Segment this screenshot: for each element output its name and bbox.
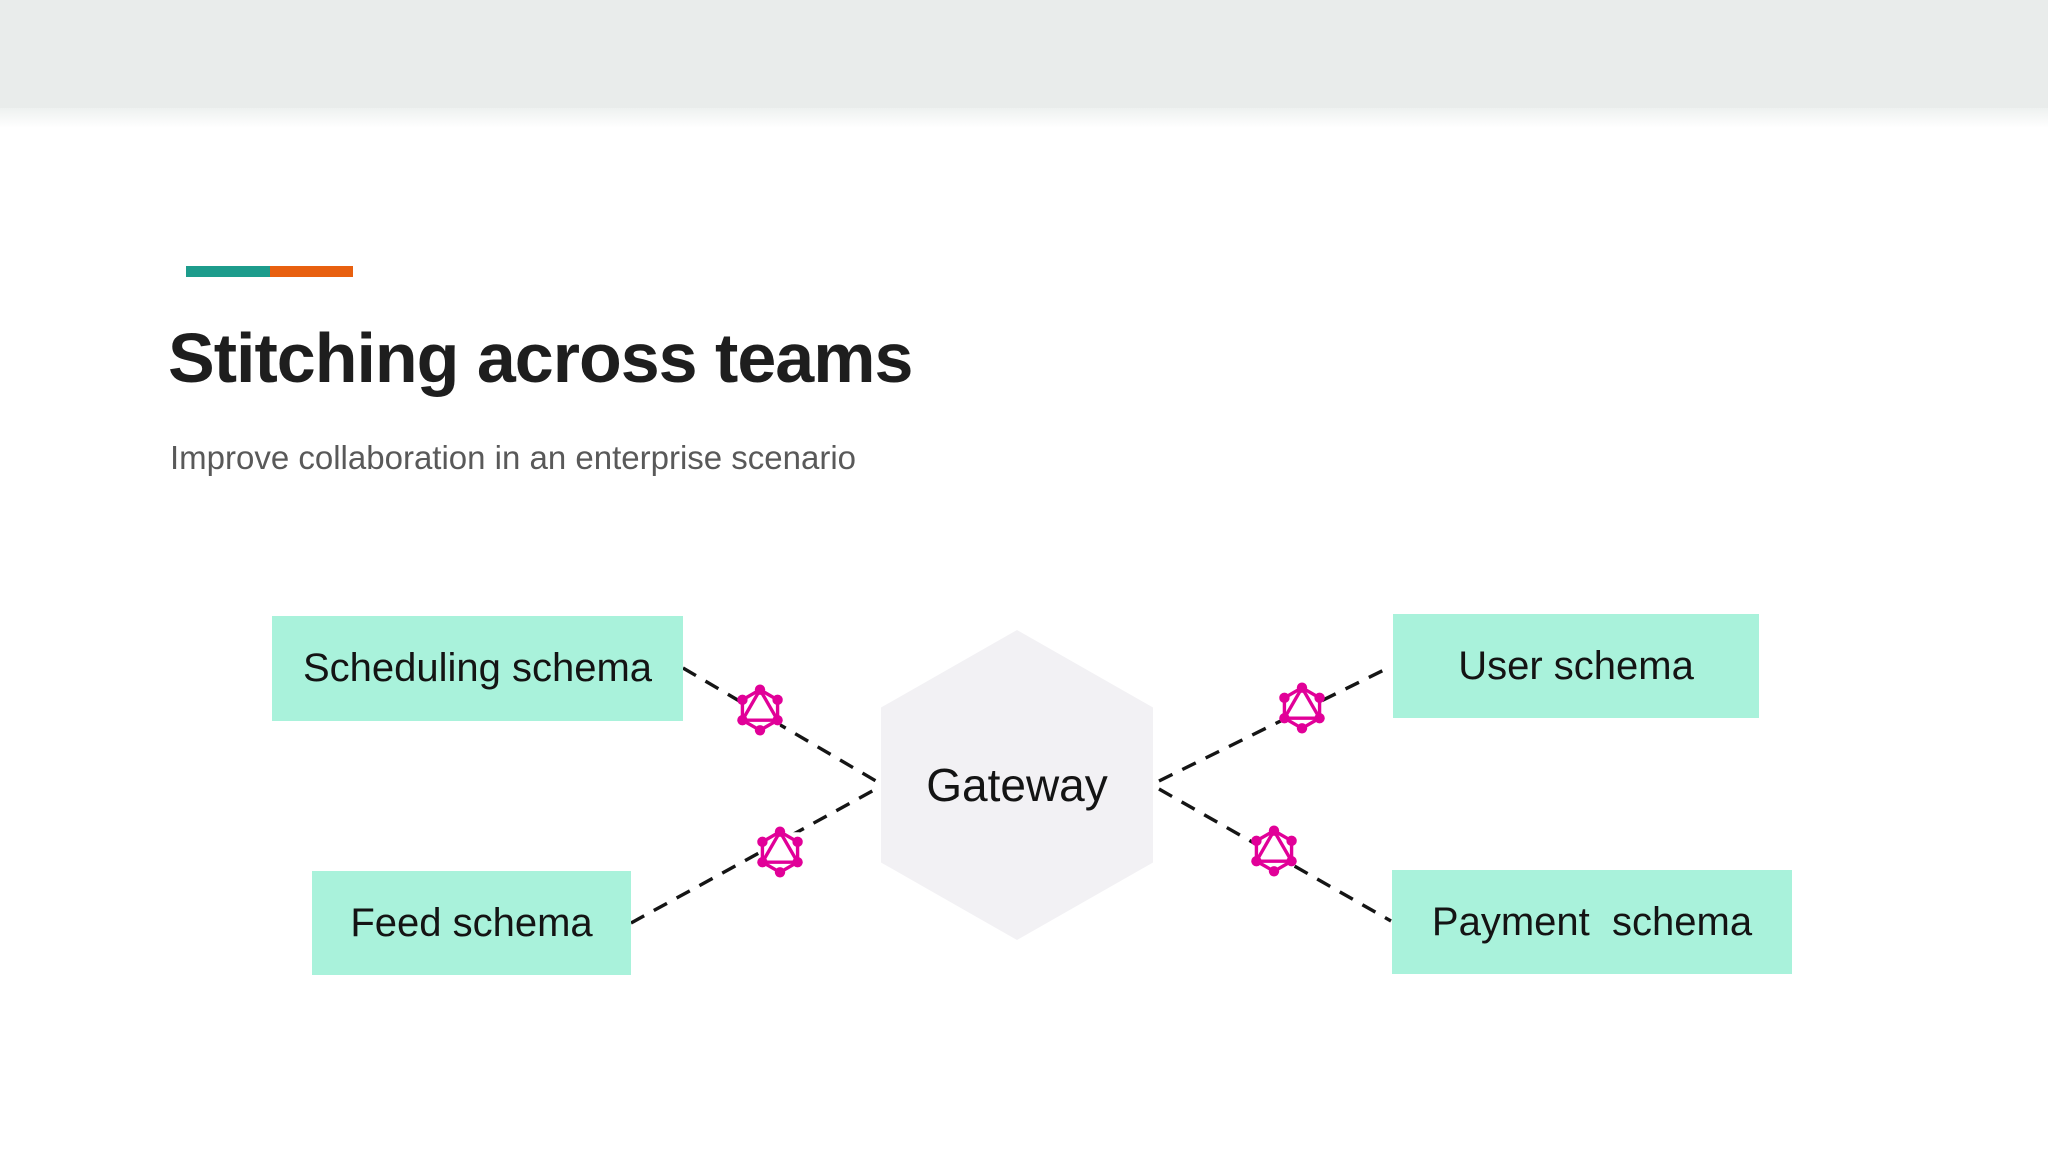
top-band: [0, 0, 2048, 108]
graphql-icon: [757, 826, 803, 878]
schema-box-payment: Payment schema: [1392, 870, 1792, 974]
gateway-label: Gateway: [926, 759, 1108, 811]
schema-box-user: User schema: [1393, 614, 1759, 718]
schema-box-label: Feed schema: [350, 900, 593, 945]
schema-box-feed: Feed schema: [312, 871, 631, 975]
schema-box-label: Payment schema: [1431, 899, 1753, 944]
accent-bar: [186, 266, 353, 277]
accent-bar-orange-segment: [270, 266, 353, 277]
graphql-icon: [1279, 682, 1325, 734]
schema-box-scheduling: Scheduling schema: [272, 616, 683, 721]
page-subtitle: Improve collaboration in an enterprise s…: [170, 439, 857, 476]
graphql-icon: [1251, 825, 1297, 877]
accent-bar-teal-segment: [186, 266, 270, 277]
connector-line-feed-gateway: [630, 787, 877, 925]
top-band-shadow: [0, 108, 2048, 128]
connector-line-gateway-user: [1158, 664, 1393, 783]
schema-box-label: Scheduling schema: [302, 646, 653, 690]
gateway-hexagon: Gateway: [881, 630, 1153, 940]
schema-box-label: User schema: [1458, 643, 1694, 688]
graphql-icon: [737, 684, 783, 736]
page-title: Stitching across teams: [168, 319, 913, 397]
